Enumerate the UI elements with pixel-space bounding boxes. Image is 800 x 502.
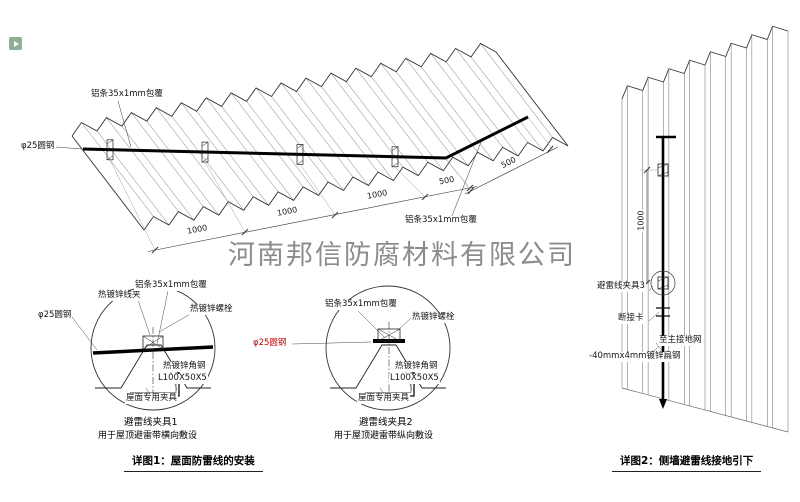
d1-label-wire-clip: 热镀锌线夹 <box>97 290 142 301</box>
wall-label-disconnect-link: 断接卡 <box>617 313 645 324</box>
d1-label-angle-steel: 热镀锌角钢 <box>162 361 207 372</box>
d1-subtitle: 用于屋顶避雷带横向敷设 <box>98 431 198 441</box>
d2-label-round-steel: φ25圆钢 <box>252 338 288 349</box>
wall-dim-1000: 1000 <box>636 209 646 232</box>
wall-elevation-view <box>621 25 789 433</box>
d1-label-alu-strip: 铝条35x1mm包覆 <box>134 280 208 291</box>
roof-isometric-view <box>55 42 569 231</box>
d2-label-angle-size: L100X50X5 <box>389 373 440 384</box>
d2-label-bolt: 热镀锌螺栓 <box>411 312 456 323</box>
d1-label-roof-clamp: 屋面专用夹具 <box>125 393 179 404</box>
d2-subtitle: 用于屋顶避雷带纵向敷设 <box>334 431 434 441</box>
d1-label-round-steel: φ25圆钢 <box>37 310 73 321</box>
watermark-text: 河南邦信防腐材料有限公司 <box>228 240 576 271</box>
caption-detail1: 详图1：屋面防雷线的安装 <box>124 453 263 472</box>
d2-title: 避雷线夹具2 <box>359 417 413 428</box>
d1-title: 避雷线夹具1 <box>124 417 178 428</box>
d1-label-angle-size: L100X50X5 <box>157 373 208 384</box>
label-round-steel-left: φ25圆钢 <box>20 141 56 152</box>
label-alu-strip-right: 铝条35x1mm包覆 <box>404 215 478 226</box>
label-alu-strip-top: 铝条35x1mm包覆 <box>90 89 164 100</box>
wall-label-to-ground: 至主接地网 <box>658 335 703 346</box>
wall-label-clamp3: 避雷线夹具3 <box>596 281 646 292</box>
d1-label-bolt: 热镀锌螺栓 <box>189 304 234 315</box>
d2-label-alu-strip: 铝条35x1mm包覆 <box>324 299 398 310</box>
d2-label-roof-clamp: 屋面专用夹具 <box>357 393 411 404</box>
corner-mark-icon <box>9 37 22 50</box>
roof-dimension-lines <box>109 116 559 254</box>
caption-detail2: 详图2：侧墙避雷线接地引下 <box>612 453 762 472</box>
d2-label-angle-steel: 热镀锌角钢 <box>394 361 439 372</box>
wall-label-flat-steel: -40mmx4mm镀锌扁钢 <box>588 351 682 362</box>
